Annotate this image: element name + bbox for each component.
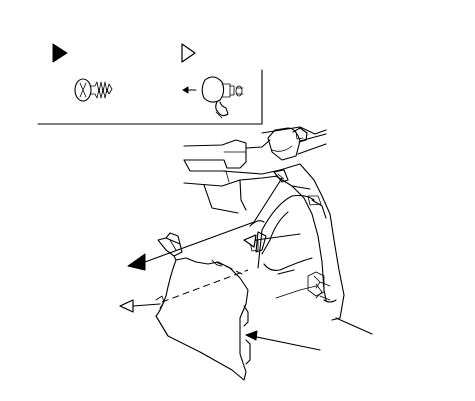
push-clip-icon: [182, 76, 244, 119]
self-tapping-screw-icon: [74, 78, 113, 102]
removal-arrowhead: [245, 330, 258, 341]
legend-frame: [37, 69, 263, 125]
clip-leader-line-left: [132, 303, 161, 307]
vehicle-body-structure: [183, 126, 345, 321]
screw-callout-triangle: [127, 253, 146, 271]
screw-leader-line: [144, 177, 283, 263]
removal-arrow-line: [251, 335, 321, 351]
fastener-markers: [119, 177, 331, 313]
clip-leader-line-upper: [255, 233, 301, 241]
clip-callout-triangle-upper: [243, 234, 257, 248]
clip-callout-triangle-left: [119, 299, 134, 313]
hollow-triangle-icon: [181, 43, 196, 63]
removal-arrows: [245, 317, 373, 351]
fastener-legend: [37, 43, 263, 125]
solid-triangle-icon: [52, 43, 68, 63]
liner-alignment-dashed-line: [161, 269, 249, 303]
bumper-edge-line: [335, 317, 373, 335]
fender-liner: [155, 232, 251, 381]
